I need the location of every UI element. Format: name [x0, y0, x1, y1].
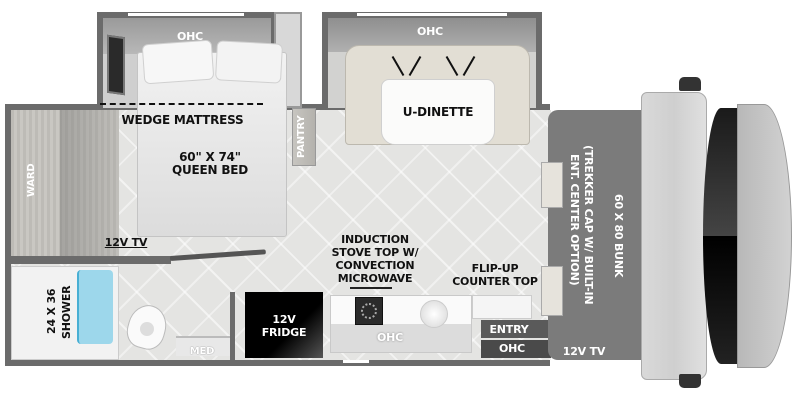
bed-pillow-right: [214, 40, 284, 84]
toilet-bowl: [140, 322, 154, 336]
mirror-top[interactable]: [679, 77, 701, 91]
cab-seat-lower: [541, 266, 563, 316]
flip-up-label-line1: FLIP-UP: [471, 262, 519, 275]
dinette-ohc-label: OHC: [416, 25, 444, 38]
wardrobe[interactable]: [11, 110, 119, 256]
shower-label: SHOWER: [60, 285, 73, 339]
bunk-desc-line2: (TREKKER CAP W/ BUILT-IN: [582, 145, 595, 305]
cab-front-hood: [737, 104, 792, 368]
fridge-label-line2: FRIDGE: [261, 326, 307, 339]
bath-partition-wall: [11, 256, 171, 264]
kitchen-sink[interactable]: [420, 300, 448, 328]
shower-size-label: 24 X 36: [45, 288, 58, 334]
stove-label-line2: STOVE TOP W/: [331, 246, 419, 259]
entry-ohc: [481, 340, 551, 358]
bedroom-ohc-label: OHC: [176, 30, 204, 43]
medicine-cabinet-label: MED: [189, 346, 215, 357]
bath-kitchen-wall: [230, 292, 235, 360]
wardrobe-label: WARD: [26, 163, 37, 197]
flip-up-label-line2: COUNTER TOP: [452, 275, 538, 288]
bedroom-nightstand-left: [107, 34, 125, 96]
stove-label-line4: MICROWAVE: [337, 272, 413, 285]
flip-up-counter[interactable]: [472, 295, 532, 319]
wedge-mattress-line: [100, 103, 263, 105]
entry-ohc-label: OHC: [498, 342, 526, 355]
bunk-desc-line3: ENT. CENTER OPTION): [568, 154, 581, 286]
bedroom-tv-label: 12V TV: [104, 236, 148, 249]
pantry-label: PANTRY: [296, 115, 307, 159]
cab-tv-label: 12V TV: [562, 345, 606, 358]
bath-sink-counter: [176, 336, 230, 356]
cab-overhead-bunk[interactable]: [548, 110, 648, 360]
pantry[interactable]: [292, 108, 316, 166]
fridge[interactable]: [245, 292, 323, 358]
bed-size-label: 60" X 74": [179, 150, 241, 164]
wedge-mattress-label: WEDGE MATTRESS: [121, 113, 244, 127]
bed-type-label: QUEEN BED: [171, 163, 249, 177]
shower-glass: [77, 270, 113, 344]
u-dinette-label: U-DINETTE: [402, 105, 474, 119]
dinette-slide-window: [357, 13, 507, 16]
kitchen-ohc-label: OHC: [376, 331, 404, 344]
cooktop-burner-icon: [361, 303, 377, 319]
bunk-size-label: 60 X 80 BUNK: [612, 194, 625, 278]
dinette-table[interactable]: [381, 79, 495, 145]
entry-door[interactable]: [481, 320, 551, 338]
bedroom-slide-window: [128, 13, 244, 16]
cab-seat-upper: [541, 162, 563, 208]
bed-pillow-left: [141, 39, 215, 85]
mirror-bottom[interactable]: [679, 374, 701, 388]
kitchen-counter[interactable]: [330, 295, 472, 353]
bottom-window: [343, 360, 369, 363]
stove-label-line3: CONVECTION: [335, 259, 415, 272]
entry-label: ENTRY: [489, 323, 529, 336]
wardrobe-shadow: [60, 110, 119, 256]
cab-hood: [641, 92, 707, 380]
stove-label-underline: [350, 287, 392, 289]
fridge-label-line1: 12V: [272, 313, 296, 326]
stove-label-line1: INDUCTION: [341, 233, 409, 246]
